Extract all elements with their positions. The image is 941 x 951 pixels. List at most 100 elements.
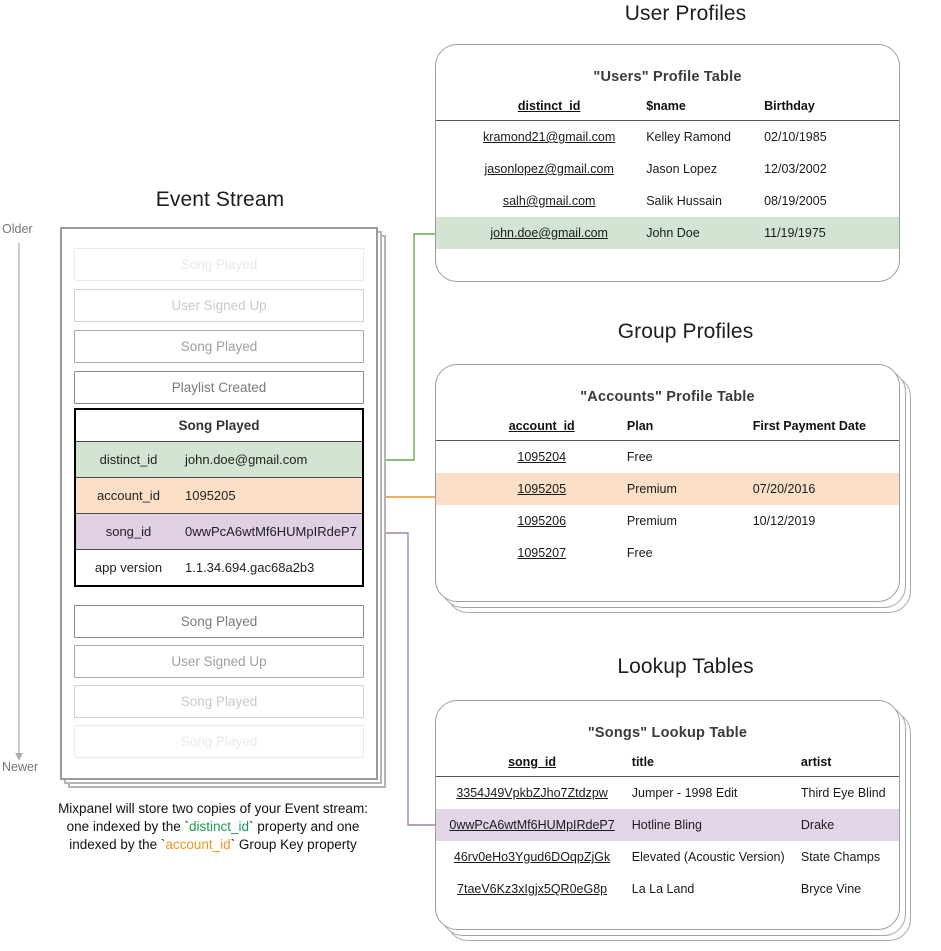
users-profile-card: "Users" Profile Table distinct_id $name … — [435, 44, 900, 282]
cell-title: Hotline Bling — [621, 809, 797, 841]
table-header-row: song_id title artist — [436, 755, 899, 777]
event-property-key: account_id — [97, 488, 160, 503]
table-header-row: account_id Plan First Payment Date — [436, 419, 899, 441]
expanded-event-card[interactable]: Song Played distinct_id john.doe@gmail.c… — [74, 408, 364, 587]
cell-artist: Bryce Vine — [800, 882, 862, 896]
group-profiles-section-title: Group Profiles — [617, 320, 754, 343]
cell-plan: Premium — [616, 473, 749, 505]
cell-name: Salik Hussain — [646, 194, 722, 208]
caption-token-distinct-id: distinct_id — [188, 819, 250, 834]
expanded-event-name: Song Played — [76, 410, 362, 441]
event-item[interactable]: Song Played — [74, 248, 364, 281]
cell-artist: Drake — [796, 809, 899, 841]
users-table: distinct_id $name Birthday kramond21@gma… — [436, 99, 899, 249]
cell-name: Jason Lopez — [646, 162, 718, 176]
table-row[interactable]: 3354J49VpkbZJho7Ztdzpw Jumper - 1998 Edi… — [436, 777, 899, 810]
table-row[interactable]: salh@gmail.com Salik Hussain 08/19/2005 — [436, 185, 899, 217]
table-row[interactable]: 1095204 Free — [436, 441, 899, 474]
event-property-value: 1095205 — [185, 488, 236, 503]
cell-title: La La Land — [631, 882, 695, 896]
event-property-row[interactable]: distinct_id john.doe@gmail.com — [76, 441, 362, 477]
table-row-highlighted[interactable]: 1095205 Premium 07/20/2016 — [436, 473, 899, 505]
cell-birthday: 08/19/2005 — [764, 194, 827, 208]
cell-title: Jumper - 1998 Edit — [631, 786, 738, 800]
table-row[interactable]: 7taeV6Kz3xIgjx5QR0eG8p La La Land Bryce … — [436, 873, 899, 905]
column-header-distinct-id: distinct_id — [517, 99, 581, 113]
event-property-key: song_id — [105, 524, 152, 539]
event-item[interactable]: Playlist Created — [74, 371, 364, 404]
table-row[interactable]: kramond21@gmail.com Kelley Ramond 02/10/… — [436, 121, 899, 154]
column-header-first-payment-date: First Payment Date — [752, 419, 866, 433]
cell-first-payment-date — [749, 537, 899, 569]
axis-newer-label: Newer — [2, 760, 39, 774]
table-row[interactable]: 46rv0eHo3Ygud6DOqpZjGk Elevated (Acousti… — [436, 841, 899, 873]
cell-birthday: 12/03/2002 — [764, 162, 827, 176]
cell-account-id: 1095206 — [517, 514, 567, 528]
cell-song-id: 7taeV6Kz3xIgjx5QR0eG8p — [457, 882, 608, 896]
event-property-key: distinct_id — [99, 452, 158, 467]
cell-song-id: 0wwPcA6wtMf6HUMpIRdeP7 — [442, 809, 622, 841]
table-row[interactable]: 1095207 Free — [436, 537, 899, 569]
event-stream-panel: Event Stream Older Newer Song Played Use… — [0, 180, 420, 860]
cell-plan: Free — [626, 546, 653, 560]
axis-older-label: Older — [2, 222, 33, 236]
event-item[interactable]: User Signed Up — [74, 645, 364, 678]
event-property-row[interactable]: song_id 0wwPcA6wtMf6HUMpIRdeP7 — [76, 513, 362, 549]
table-row[interactable]: jasonlopez@gmail.com Jason Lopez 12/03/2… — [436, 153, 899, 185]
cell-account-id: 1095205 — [466, 473, 617, 505]
event-item[interactable]: User Signed Up — [74, 289, 364, 322]
event-property-row[interactable]: account_id 1095205 — [76, 477, 362, 513]
event-stream-title: Event Stream — [155, 188, 285, 211]
cell-account-id: 1095207 — [517, 546, 567, 560]
column-header-title: title — [631, 755, 655, 769]
user-profiles-card-stack: "Users" Profile Table distinct_id $name … — [435, 44, 910, 289]
event-property-value: 0wwPcA6wtMf6HUMpIRdeP7 — [185, 524, 357, 539]
event-property-value: john.doe@gmail.com — [185, 452, 308, 467]
table-row-highlighted[interactable]: john.doe@gmail.com John Doe 11/19/1975 — [436, 217, 899, 249]
cell-artist: Third Eye Blind — [800, 786, 886, 800]
event-item[interactable]: Song Played — [74, 685, 364, 718]
cell-plan: Premium — [626, 514, 677, 528]
column-header-artist: artist — [800, 755, 832, 769]
event-item[interactable]: Song Played — [74, 605, 364, 638]
cell-distinct-id: salh@gmail.com — [502, 194, 596, 208]
users-table-title: "Users" Profile Table — [593, 69, 742, 85]
caption-token-account-id: account_id — [165, 837, 231, 852]
event-stream-caption: Mixpanel will store two copies of your E… — [28, 800, 398, 854]
cell-song-id: 3354J49VpkbZJho7Ztdzpw — [456, 786, 608, 800]
cell-name: John Doe — [634, 217, 761, 249]
event-property-key: app version — [94, 560, 163, 575]
cell-name: Kelley Ramond — [646, 130, 731, 144]
songs-table-title: "Songs" Lookup Table — [587, 725, 748, 741]
column-header-plan: Plan — [626, 419, 654, 433]
column-header-song-id: song_id — [508, 755, 557, 769]
table-row-highlighted[interactable]: 0wwPcA6wtMf6HUMpIRdeP7 Hotline Bling Dra… — [436, 809, 899, 841]
caption-line-1: Mixpanel will store two copies of your E… — [58, 801, 368, 816]
caption-line-3: indexed by the `account_id` Group Key pr… — [69, 837, 357, 852]
cell-plan: Free — [626, 450, 653, 464]
songs-lookup-card: "Songs" Lookup Table song_id title artis… — [435, 700, 900, 930]
cell-song-id: 46rv0eHo3Ygud6DOqpZjGk — [453, 850, 611, 864]
accounts-table-title: "Accounts" Profile Table — [580, 389, 755, 405]
column-header-account-id: account_id — [508, 419, 575, 433]
caption-line-2: one indexed by the `distinct_id` propert… — [66, 819, 360, 834]
cell-distinct-id: kramond21@gmail.com — [483, 130, 616, 144]
cell-account-id: 1095204 — [517, 450, 567, 464]
accounts-profile-card: "Accounts" Profile Table account_id Plan… — [435, 364, 900, 602]
cell-title: Elevated (Acoustic Version) — [631, 850, 785, 864]
cell-birthday: 11/19/1975 — [760, 217, 875, 249]
group-profiles-card-stack: "Accounts" Profile Table account_id Plan… — [435, 364, 915, 614]
event-item[interactable]: Song Played — [74, 330, 364, 363]
event-property-row[interactable]: app version 1.1.34.694.gac68a2b3 — [76, 549, 362, 585]
event-item[interactable]: Song Played — [74, 725, 364, 758]
songs-table: song_id title artist 3354J49VpkbZJho7Ztd… — [436, 755, 899, 905]
table-row[interactable]: 1095206 Premium 10/12/2019 — [436, 505, 899, 537]
cell-distinct-id: john.doe@gmail.com — [464, 217, 635, 249]
cell-first-payment-date — [749, 441, 899, 474]
user-profiles-section-title: User Profiles — [624, 2, 747, 25]
accounts-table: account_id Plan First Payment Date 10952… — [436, 419, 899, 569]
cell-first-payment-date: 07/20/2016 — [748, 473, 899, 505]
lookup-tables-card-stack: "Songs" Lookup Table song_id title artis… — [435, 700, 915, 950]
column-header-birthday: Birthday — [764, 99, 815, 113]
lookup-tables-section-title: Lookup Tables — [617, 655, 754, 678]
